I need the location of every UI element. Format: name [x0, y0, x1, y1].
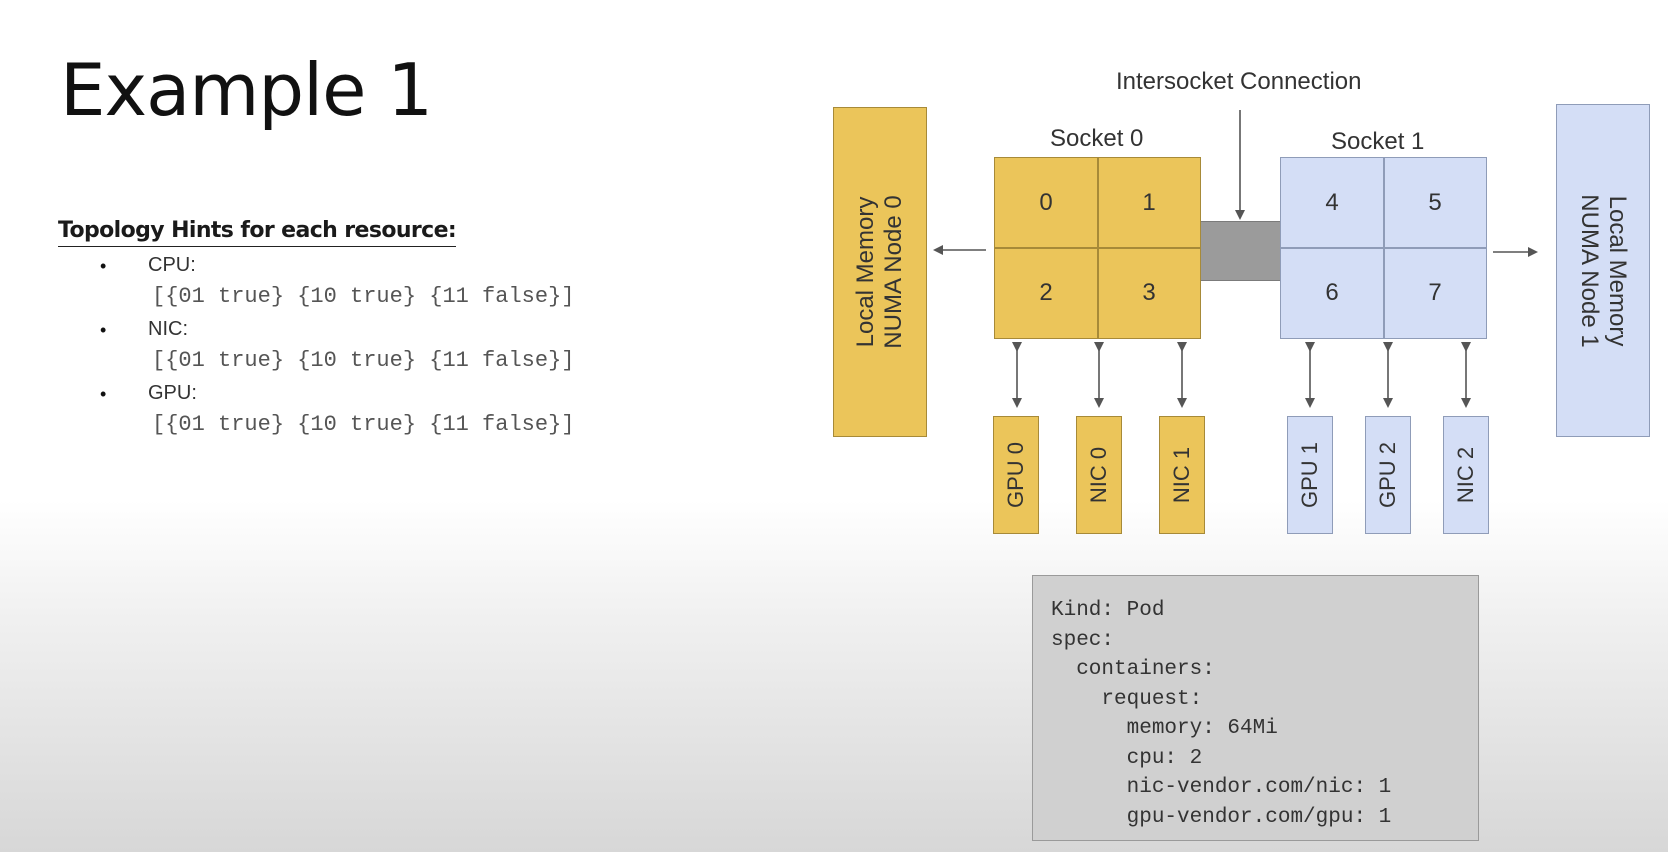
hint-value: [{01 true} {10 true} {11 false}]: [152, 284, 575, 309]
intersocket-connection: [1198, 221, 1282, 281]
cpu-core: 6: [1325, 278, 1339, 306]
code-line: memory: 64Mi: [1051, 717, 1278, 740]
cpu-core: 7: [1428, 278, 1442, 306]
device-nic1: NIC 1: [1159, 416, 1205, 534]
device-gpu2: GPU 2: [1365, 416, 1411, 534]
numa1-local-memory: Local Memory NUMA Node 1: [1556, 104, 1650, 437]
pod-spec-box: Kind: Pod spec: containers: request: mem…: [1032, 575, 1479, 841]
cpu-core: 1: [1142, 188, 1156, 216]
cpu-core: 4: [1325, 188, 1339, 216]
hint-value: [{01 true} {10 true} {11 false}]: [152, 348, 575, 373]
code-line: containers:: [1051, 658, 1215, 681]
code-line: request:: [1051, 687, 1203, 711]
code-line: spec:: [1051, 628, 1115, 652]
device-nic0: NIC 0: [1076, 416, 1122, 534]
cpu-core: 0: [1039, 188, 1053, 216]
device-nic2: NIC 2: [1443, 416, 1489, 534]
code-line: Kind: Pod: [1051, 599, 1165, 622]
slide-title: Example 1: [60, 48, 433, 132]
device-gpu0: GPU 0: [993, 416, 1039, 534]
pod-spec-code: Kind: Pod spec: containers: request: mem…: [1051, 596, 1391, 832]
bullet: •: [100, 256, 107, 276]
socket1: 4 5 6 7: [1280, 157, 1487, 339]
intersocket-label: Intersocket Connection: [1116, 68, 1362, 95]
bullet: •: [100, 384, 107, 404]
code-line: cpu: 2: [1051, 746, 1203, 770]
socket1-label: Socket 1: [1331, 128, 1425, 155]
cpu-core: 2: [1039, 278, 1053, 306]
hint-label: GPU:: [148, 382, 197, 404]
bullet: •: [100, 320, 107, 340]
hint-label: NIC:: [148, 318, 188, 340]
hint-value: [{01 true} {10 true} {11 false}]: [152, 412, 575, 437]
device-gpu1: GPU 1: [1287, 416, 1333, 534]
socket0-label: Socket 0: [1050, 125, 1144, 152]
cpu-core: 3: [1142, 278, 1156, 306]
numa0-local-memory: Local Memory NUMA Node 0: [833, 107, 927, 437]
code-line: nic-vendor.com/nic: 1: [1051, 776, 1392, 799]
hint-label: CPU:: [148, 254, 196, 276]
hints-heading: Topology Hints for each resource:: [58, 218, 457, 247]
cpu-core: 5: [1428, 188, 1442, 216]
code-line: gpu-vendor.com/gpu: 1: [1051, 805, 1392, 829]
socket0: 0 1 2 3: [994, 157, 1201, 339]
